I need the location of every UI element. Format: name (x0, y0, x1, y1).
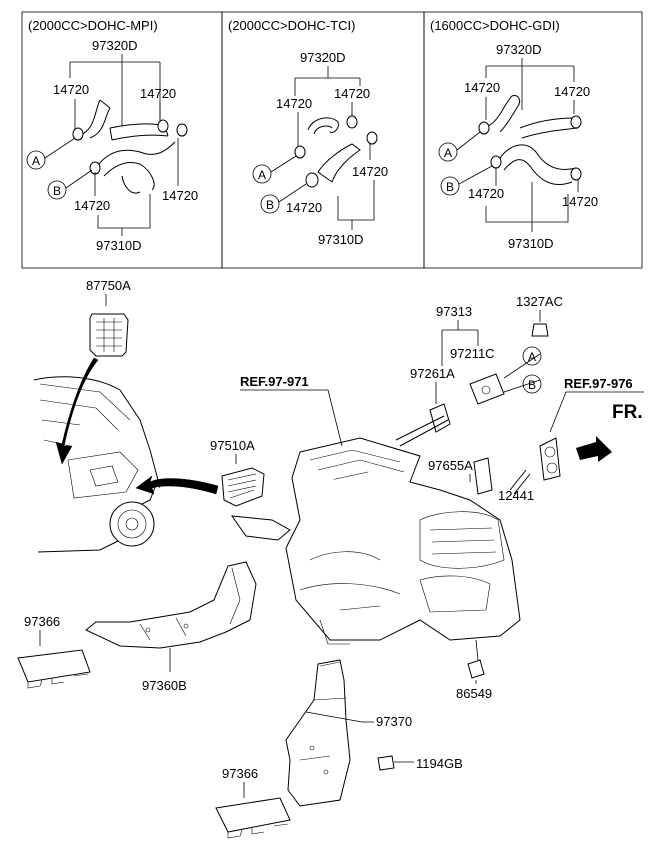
svg-text:A: A (444, 146, 452, 160)
grommet-label: 97655A (428, 458, 473, 473)
clamp-label-mpi-2: 14720 (140, 86, 176, 101)
hvac-unit (230, 437, 521, 645)
pointer-arrow-grille (55, 357, 99, 465)
vehicle-rear-view (33, 376, 161, 553)
upper-hose-label-gdi: 97320D (496, 42, 542, 57)
variant-header-mpi: (2000CC>DOHC-MPI) (28, 18, 158, 33)
floor-duct-left-label: 97360B (142, 678, 187, 693)
gasket-label: 97261A (410, 366, 455, 381)
clamp-label-gdi-4: 14720 (562, 194, 598, 209)
bolt-12441-label: 12441 (498, 488, 534, 503)
svg-text:A: A (258, 168, 266, 182)
duct-connector-right-label: 97366 (222, 766, 258, 781)
clamp-label-gdi-3: 14720 (468, 186, 504, 201)
variant-panel-gdi: (1600CC>DOHC-GDI) 97320D 14720 14720 A B… (423, 11, 643, 269)
expansion-valve (539, 437, 561, 481)
floor-duct-left: 97360B (85, 561, 257, 693)
panel-frame-gdi (423, 11, 643, 269)
lower-hose-label-tci: 97310D (318, 232, 364, 247)
connector-a-gdi (438, 142, 458, 162)
connector-a-main (522, 346, 542, 366)
connector-b-gdi (440, 176, 460, 196)
clamp-label-gdi-1: 14720 (464, 80, 500, 95)
hose-clamp-mpi-a (72, 127, 84, 141)
lower-hose-gdi (499, 144, 577, 186)
upper-hose-gdi (487, 95, 579, 139)
screw-1194gb-label: 1194GB (416, 756, 463, 771)
upper-hose-label-tci: 97320D (300, 50, 346, 65)
screw-1194gb: 1194GB (377, 755, 463, 771)
variant-panel-mpi: (2000CC>DOHC-MPI) 97320D 14720 14720 A B… (21, 11, 223, 269)
front-arrow-icon (576, 436, 612, 462)
svg-text:B: B (528, 378, 536, 392)
upper-hose-label-mpi: 97320D (92, 38, 138, 53)
clamp-label-mpi-1: 14720 (53, 82, 89, 97)
bolt-86549: 86549 (456, 639, 492, 701)
clamp-label-tci-2: 14720 (334, 86, 370, 101)
connector-a-tci (252, 164, 272, 184)
clamp-label-tci-4: 14720 (352, 164, 388, 179)
duct-connector-left: 97366 (17, 614, 91, 689)
variant-panel-tci: (2000CC>DOHC-TCI) 97320D 14720 14720 A B… (221, 11, 425, 269)
floor-duct-right-label: 97370 (376, 714, 412, 729)
connector-a-mpi (26, 150, 46, 170)
pipe-plate-label: 97211C (450, 346, 495, 361)
vent-duct-97510a: 97510A (135, 438, 265, 507)
nut-label: 1327AC (516, 294, 563, 309)
connector-b-main (522, 374, 542, 394)
connector-b-mpi (47, 180, 67, 200)
reference-97-976: REF.97-976 (549, 376, 644, 433)
duct-connector-left-label: 97366 (24, 614, 60, 629)
lower-hose-label-mpi: 97310D (96, 238, 142, 253)
bolt-86549-label: 86549 (456, 686, 492, 701)
svg-text:B: B (446, 180, 454, 194)
clamp-label-tci-3: 14720 (286, 200, 322, 215)
pipe-plate-97211c (469, 373, 505, 405)
reference-97-971: REF.97-971 (240, 374, 343, 447)
front-label: FR. (612, 402, 643, 423)
lower-hose-label-gdi: 97310D (508, 236, 554, 251)
svg-text:A: A (528, 350, 536, 364)
vent-duct-label: 97510A (210, 438, 255, 453)
clamp-label-mpi-3: 14720 (74, 198, 110, 213)
svg-text:B: B (53, 184, 61, 198)
lower-hose-tci (317, 143, 361, 183)
vent-grille-label: 87750A (86, 278, 131, 293)
reference-label-976: REF.97-976 (564, 376, 633, 391)
grommet-97655a (473, 457, 493, 495)
lower-hose-mpi (97, 141, 176, 194)
clamp-label-mpi-4: 14720 (162, 188, 198, 203)
upper-hose-mpi (79, 99, 166, 139)
bolt-12441 (509, 469, 531, 495)
pointer-arrow-duct (135, 475, 219, 495)
vent-grille-87750a: 87750A (55, 278, 131, 465)
connector-b-tci (260, 194, 280, 214)
duct-connector-right: 97366 (215, 766, 291, 839)
floor-duct-right: 97370 (285, 659, 412, 807)
nut-1327ac (531, 323, 549, 337)
pipe-assembly: 97313 97211C 97261A 1327AC A B 97655A 12… (395, 294, 563, 503)
clamp-label-gdi-2: 14720 (554, 84, 590, 99)
reference-label-971: REF.97-971 (240, 374, 309, 389)
gasket-kit-label: 97313 (436, 304, 472, 319)
svg-text:B: B (266, 198, 274, 212)
variant-header-tci: (2000CC>DOHC-TCI) (228, 18, 356, 33)
variant-header-gdi: (1600CC>DOHC-GDI) (430, 18, 560, 33)
front-direction-indicator: FR. (576, 402, 643, 462)
upper-hose-tci (307, 117, 339, 135)
clamp-label-tci-1: 14720 (276, 96, 312, 111)
svg-text:A: A (32, 154, 40, 168)
